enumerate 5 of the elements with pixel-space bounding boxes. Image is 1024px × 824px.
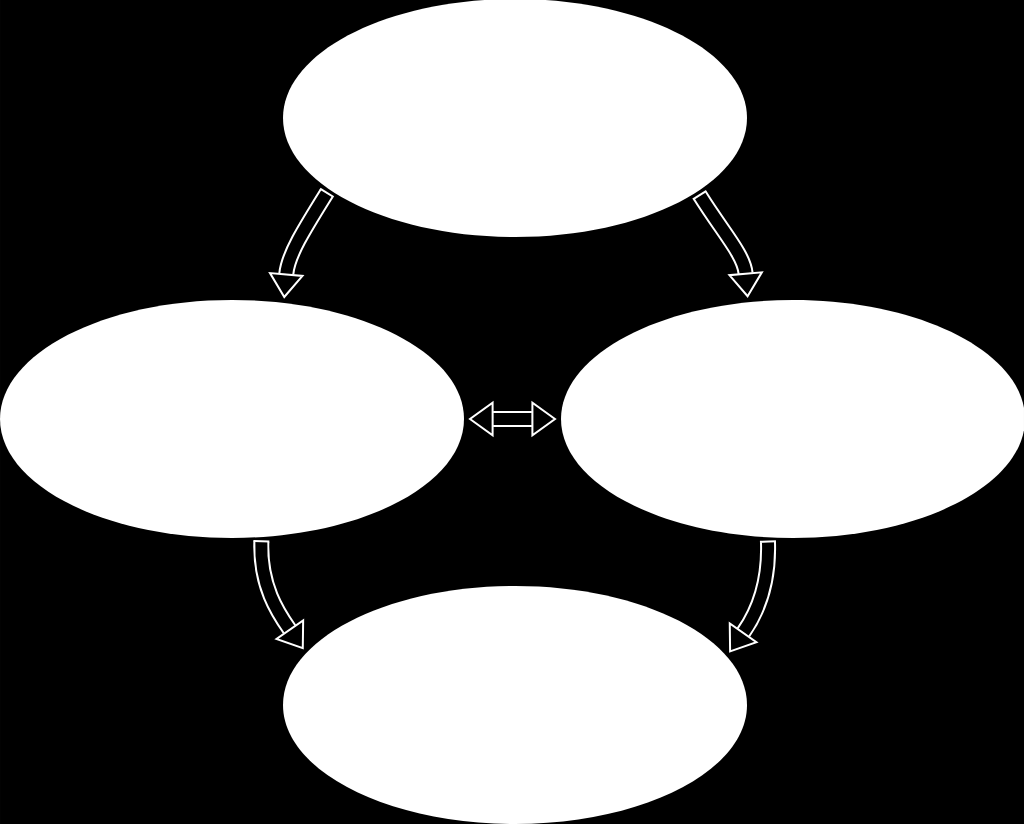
ellipse [0, 300, 464, 538]
ellipse [283, 586, 747, 824]
curved-arrow [728, 540, 777, 653]
curved-arrow [691, 189, 764, 298]
curved-arrow [252, 540, 305, 650]
